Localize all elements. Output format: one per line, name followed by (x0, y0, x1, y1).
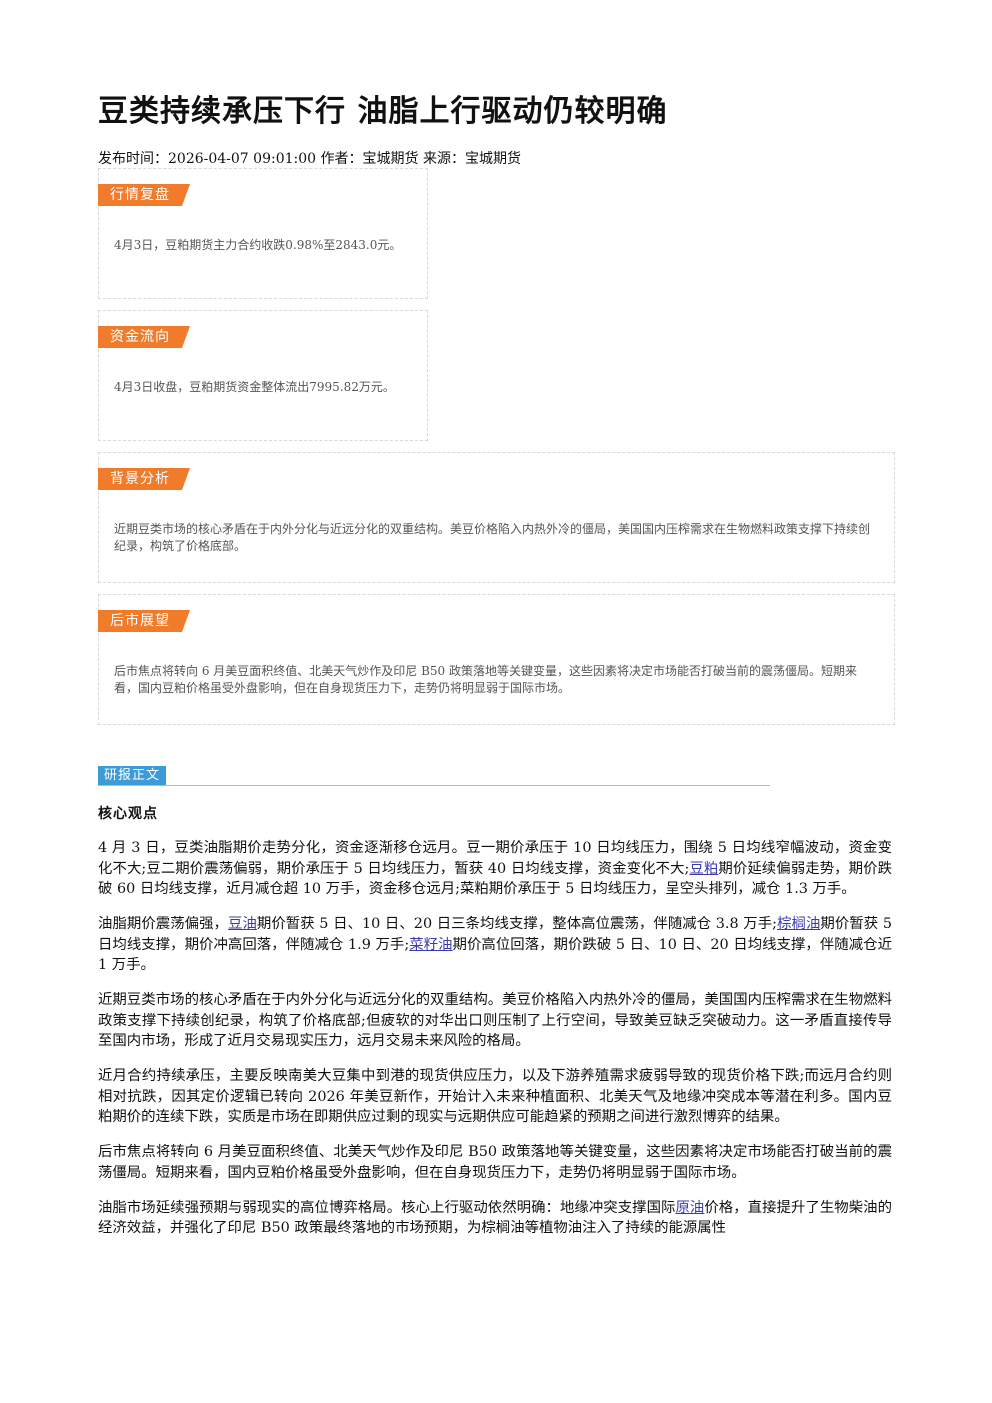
article-title: 豆类持续承压下行 油脂上行驱动仍较明确 (98, 94, 668, 129)
link-crude-oil[interactable]: 原油 (675, 1199, 705, 1216)
link-rapeseed-oil[interactable]: 菜籽油 (409, 936, 453, 953)
paragraph-1: 4 月 3 日，豆类油脂期价走势分化，资金逐渐移仓远月。豆一期价承压于 10 日… (98, 840, 892, 897)
core-view-heading: 核心观点 (98, 806, 158, 822)
fund-flow-text: 4月3日收盘，豆粕期货资金整体流出7995.82万元。 (114, 380, 395, 394)
outlook-box: 后市展望 后市焦点将转向 6 月美豆面积终值、北美天气炒作及印尼 B50 政策落… (98, 594, 895, 725)
background-text: 近期豆类市场的核心矛盾在于内外分化与近远分化的双重结构。美豆价格陷入内热外冷的僵… (114, 522, 871, 553)
paragraph-3: 近期豆类市场的核心矛盾在于内外分化与近远分化的双重结构。美豆价格陷入内热外冷的僵… (98, 992, 892, 1049)
report-divider (98, 785, 770, 786)
fund-flow-tag: 资金流向 (98, 326, 190, 348)
market-review-tag: 行情复盘 (98, 184, 190, 206)
report-body-tag: 研报正文 (98, 766, 167, 786)
paragraph-4: 近月合约持续承压，主要反映南美大豆集中到港的现货供应压力，以及下游养殖需求疲弱导… (98, 1068, 892, 1125)
market-review-text: 4月3日，豆粕期货主力合约收跌0.98%至2843.0元。 (114, 238, 402, 252)
link-palm-oil[interactable]: 棕榈油 (777, 916, 821, 932)
paragraph-6: 油脂市场延续强预期与弱现实的高位博弈格局。核心上行驱动依然明确：地缘冲突支撑国际… (98, 1199, 892, 1237)
market-review-box: 行情复盘 4月3日，豆粕期货主力合约收跌0.98%至2843.0元。 (98, 168, 428, 299)
fund-flow-box: 资金流向 4月3日收盘，豆粕期货资金整体流出7995.82万元。 (98, 310, 428, 441)
link-soybean-oil[interactable]: 豆油 (228, 916, 257, 932)
outlook-text: 后市焦点将转向 6 月美豆面积终值、北美天气炒作及印尼 B50 政策落地等关键变… (114, 664, 857, 695)
paragraph-5: 后市焦点将转向 6 月美豆面积终值、北美天气炒作及印尼 B50 政策落地等关键变… (98, 1144, 892, 1181)
link-soymeal[interactable]: 豆粕 (689, 860, 719, 877)
background-box: 背景分析 近期豆类市场的核心矛盾在于内外分化与近远分化的双重结构。美豆价格陷入内… (98, 452, 895, 583)
paragraph-2: 油脂期价震荡偏强，豆油期价暂获 5 日、10 日、20 日三条均线支撑，整体高位… (98, 916, 892, 973)
background-tag: 背景分析 (98, 468, 190, 490)
article-meta: 发布时间：2026-04-07 09:01:00 作者：宝城期货 来源：宝城期货 (98, 151, 521, 167)
report-body: 4 月 3 日，豆类油脂期价走势分化，资金逐渐移仓远月。豆一期价承压于 10 日… (98, 838, 892, 1253)
outlook-tag: 后市展望 (98, 610, 190, 632)
